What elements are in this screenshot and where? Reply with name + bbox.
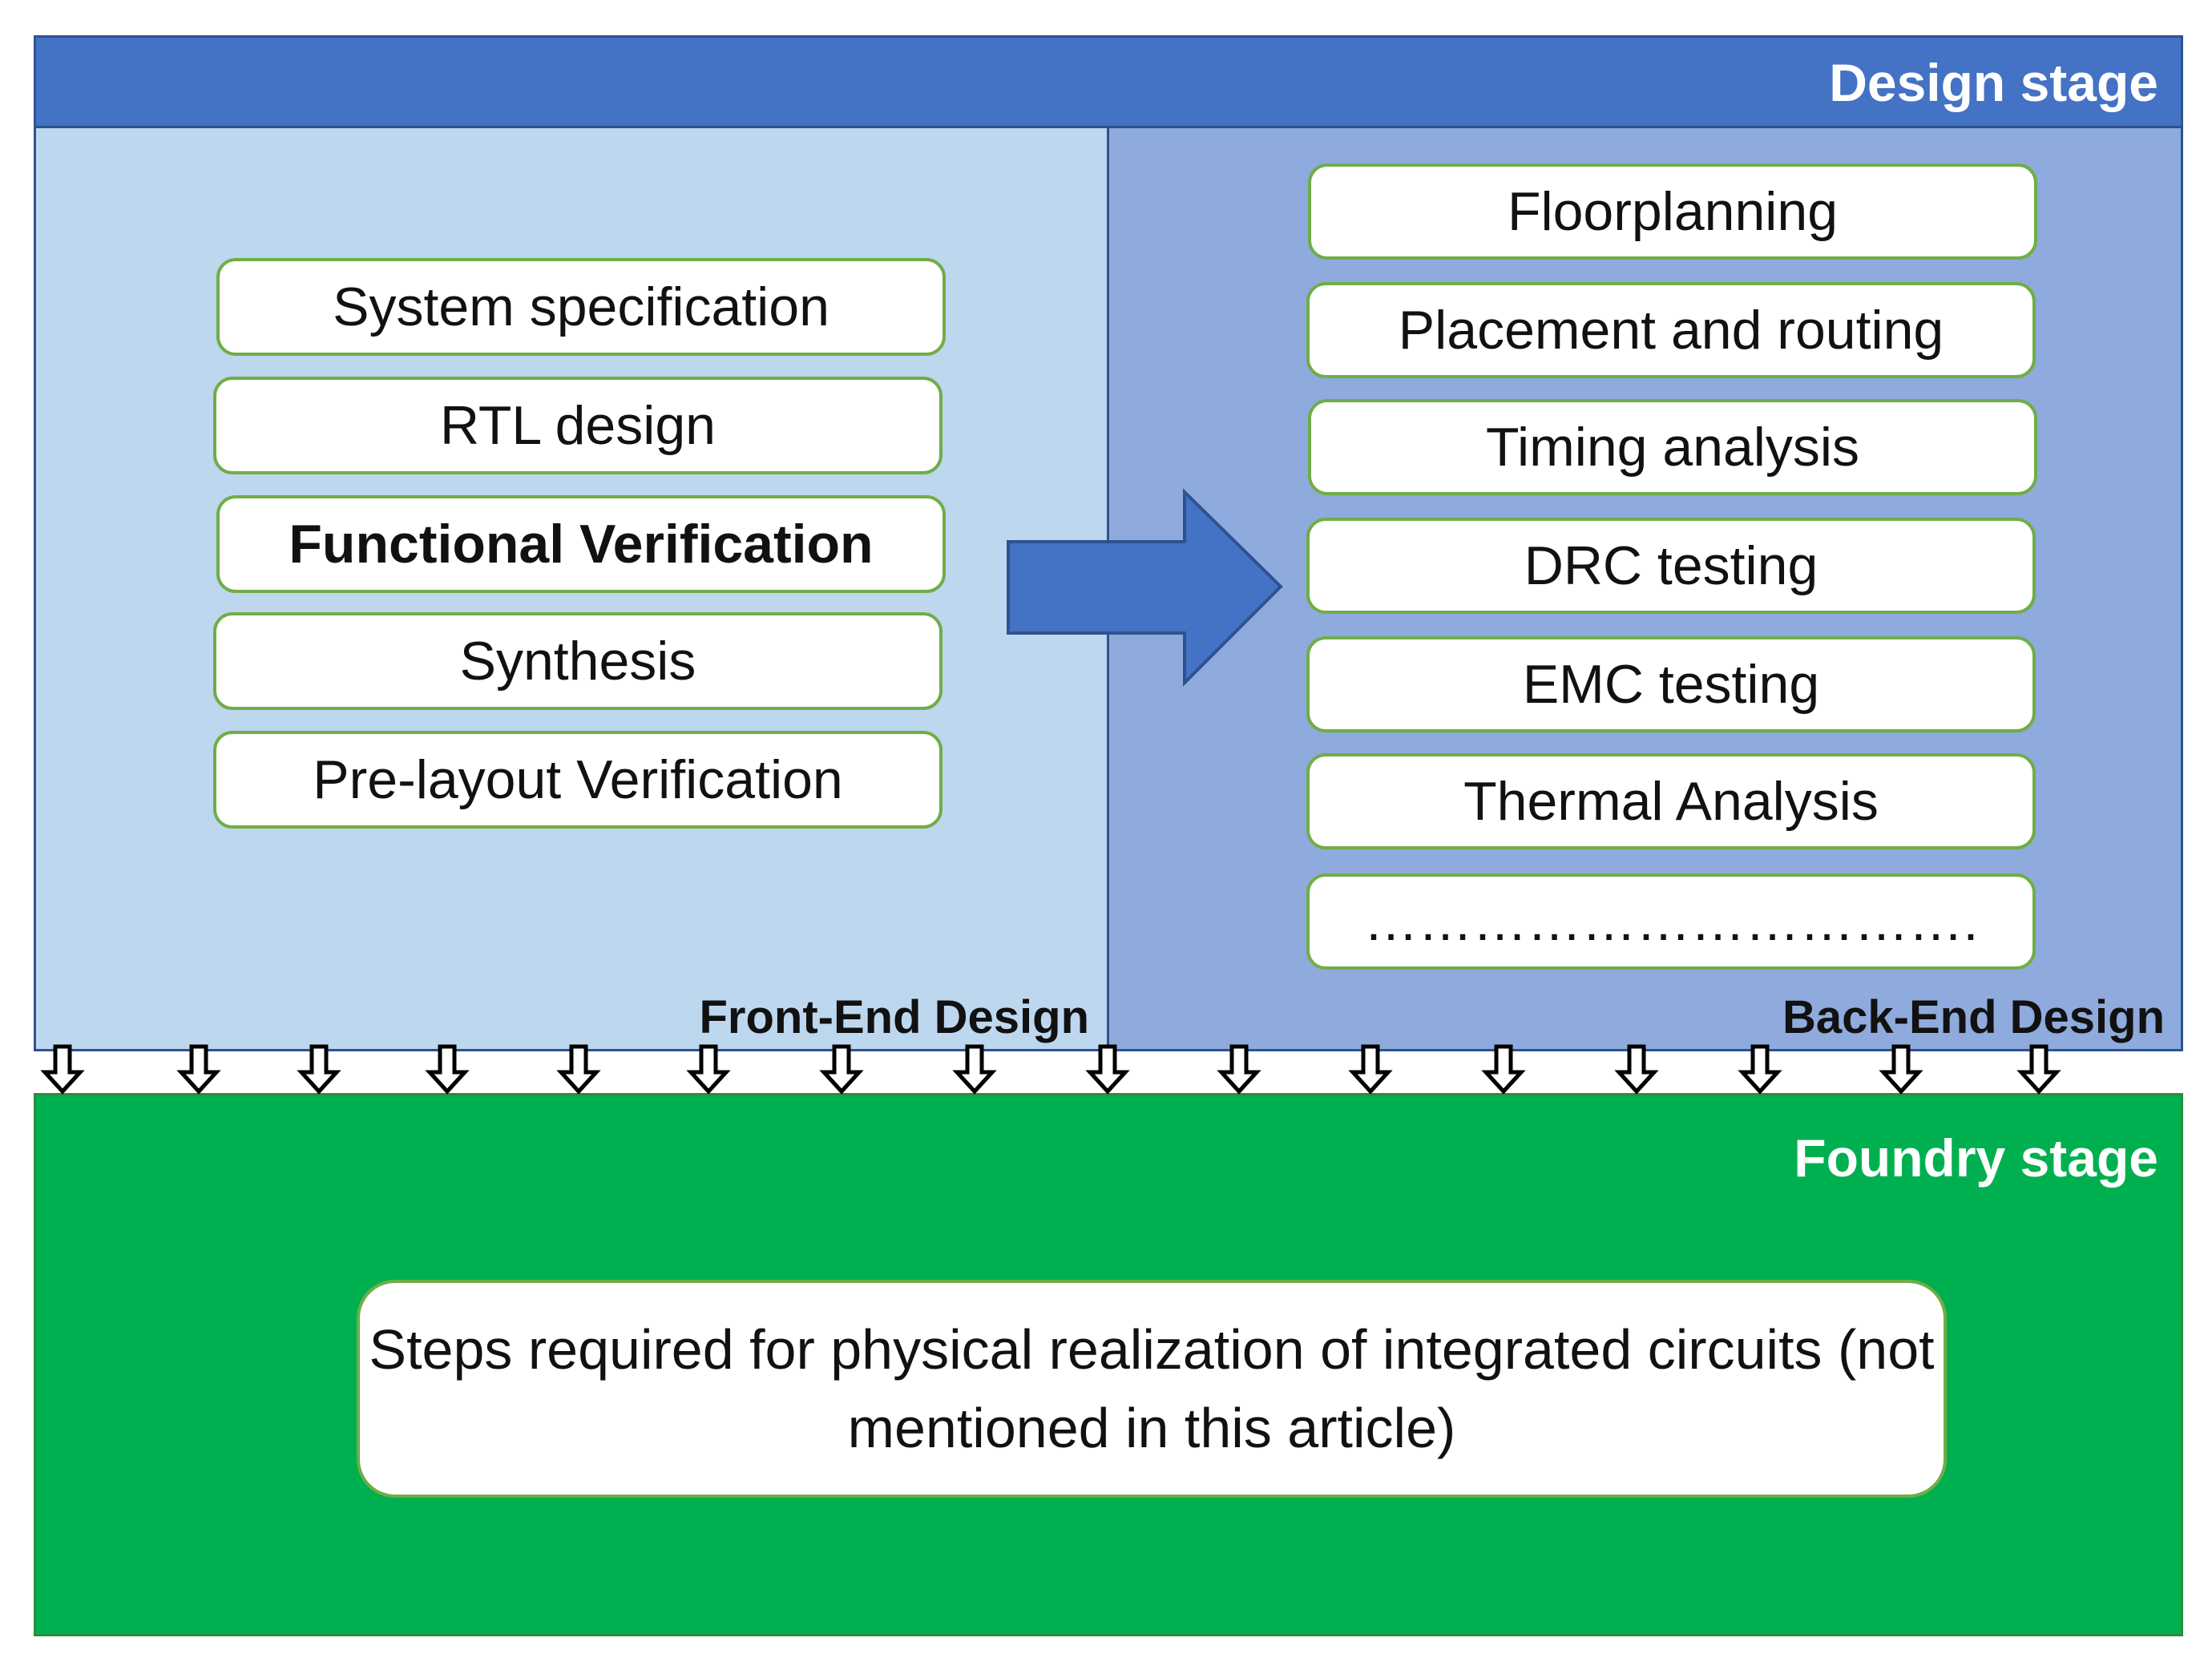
down-arrow-icon bbox=[1085, 1044, 1130, 1095]
down-arrow-icon bbox=[176, 1044, 221, 1095]
down-arrow-icon bbox=[1217, 1044, 1261, 1095]
down-arrow-icon bbox=[40, 1044, 85, 1095]
down-arrow-icon bbox=[1879, 1044, 1923, 1095]
front-end-step: Synthesis bbox=[213, 612, 943, 710]
design-stage-header: Design stage bbox=[34, 35, 2183, 128]
down-arrow-icon bbox=[1738, 1044, 1782, 1095]
back-end-step: EMC testing bbox=[1306, 636, 2036, 732]
front-end-step: System specification bbox=[216, 258, 946, 356]
design-stage-label: Design stage bbox=[1829, 53, 2158, 112]
front-end-step: Pre-layout Verification bbox=[213, 731, 943, 829]
back-end-step: Placement and routing bbox=[1306, 282, 2036, 378]
down-arrow-icon bbox=[2016, 1044, 2061, 1095]
front-end-design-label: Front-End Design bbox=[699, 991, 1089, 1043]
foundry-stage-panel: Foundry stage Steps required for physica… bbox=[34, 1093, 2183, 1636]
front-end-step: Functional Verification bbox=[216, 495, 946, 593]
down-arrow-icon bbox=[556, 1044, 601, 1095]
down-arrow-icon bbox=[1481, 1044, 1526, 1095]
down-arrow-icon bbox=[425, 1044, 470, 1095]
foundry-stage-label: Foundry stage bbox=[1794, 1128, 2158, 1188]
front-end-step: RTL design bbox=[213, 377, 943, 474]
down-arrow-icon bbox=[952, 1044, 997, 1095]
down-arrow-icon bbox=[686, 1044, 731, 1095]
down-arrow-icon bbox=[297, 1044, 341, 1095]
right-arrow-icon bbox=[1007, 488, 1283, 687]
back-end-step: Floorplanning bbox=[1308, 163, 2037, 260]
down-arrow-icon bbox=[819, 1044, 864, 1095]
back-end-step: ……………………………. bbox=[1306, 873, 2036, 970]
foundry-steps-note: Steps required for physical realization … bbox=[357, 1280, 1947, 1498]
down-arrow-icon bbox=[1614, 1044, 1659, 1095]
back-end-step: DRC testing bbox=[1306, 518, 2036, 614]
back-end-step: Thermal Analysis bbox=[1306, 753, 2036, 849]
back-end-design-label: Back-End Design bbox=[1782, 991, 2165, 1043]
down-arrows-group bbox=[40, 1044, 2061, 1095]
back-end-step: Timing analysis bbox=[1308, 399, 2037, 495]
down-arrow-icon bbox=[1348, 1044, 1393, 1095]
